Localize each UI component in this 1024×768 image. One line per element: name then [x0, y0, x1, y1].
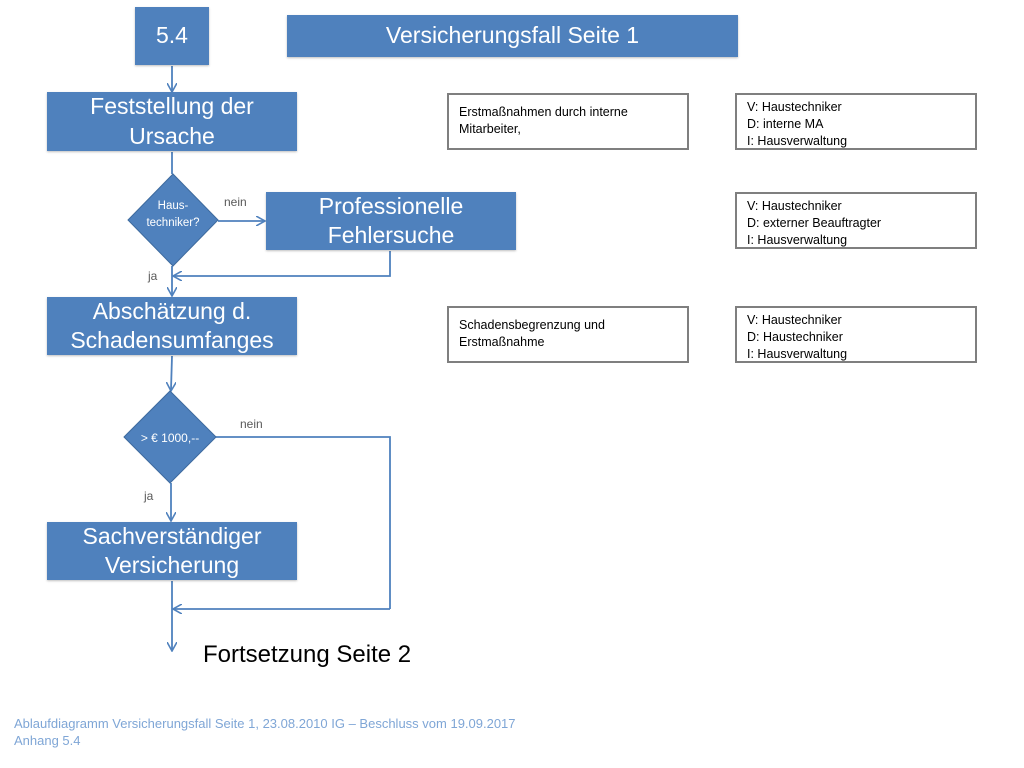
section-number-box: 5.4 [135, 7, 209, 65]
line-threshold-no [216, 436, 391, 609]
step-damage-estimate: Abschätzung d. Schadensumfanges [47, 297, 297, 355]
note-damage-limitation-line-2: Erstmaßnahme [459, 335, 545, 349]
responsibility-1-v: V: Haustechniker [747, 100, 842, 114]
responsibility-box-1: V: Haustechniker D: interne MA I: Hausve… [735, 93, 977, 150]
decision-threshold-label: > € 1000,-- [140, 431, 200, 445]
decision-technician-text: Haus- techniker? [128, 198, 218, 232]
step-insurance-expert: Sachverständiger Versicherung [47, 522, 297, 580]
step-cause-label: Feststellung der Ursache [90, 93, 254, 149]
step-cause: Feststellung der Ursache [47, 92, 297, 151]
decision-diamond-technician [127, 173, 219, 267]
decision-technician-line-2: techniker? [146, 217, 200, 229]
responsibility-3-i: I: Hausverwaltung [747, 347, 848, 361]
decision-threshold-text: > € 1000,-- [124, 430, 216, 447]
note-first-measures-line-1: Erstmaßnahmen durch interne [459, 105, 628, 119]
branch-label-yes-2: ja [144, 489, 154, 503]
responsibility-2-v: V: Haustechniker [747, 199, 842, 213]
step-damage-estimate-label: Abschätzung d. Schadensumfanges [70, 297, 274, 353]
step-troubleshooting: Professionelle Fehlersuche [266, 192, 516, 250]
footer: Ablaufdiagramm Versicherungsfall Seite 1… [14, 715, 516, 749]
responsibility-2-i: I: Hausverwaltung [747, 233, 848, 247]
continuation-label: Fortsetzung Seite 2 [203, 641, 412, 668]
responsibility-3-d: D: Haustechniker [747, 330, 843, 344]
page-title-box: Versicherungsfall Seite 1 [287, 15, 738, 57]
note-first-measures-line-2: Mitarbeiter, [459, 122, 521, 136]
arrow-troubleshooting-return [174, 251, 391, 276]
note-first-measures: Erstmaßnahmen durch interne Mitarbeiter, [447, 93, 689, 150]
section-number: 5.4 [156, 22, 188, 49]
page-title: Versicherungsfall Seite 1 [385, 22, 640, 49]
step-troubleshooting-label: Professionelle Fehlersuche [318, 192, 464, 248]
responsibility-1-i: I: Hausverwaltung [747, 134, 848, 148]
branch-label-no-2: nein [240, 417, 263, 431]
decision-diamond-threshold [123, 390, 217, 484]
note-damage-limitation: Schadensbegrenzung und Erstmaßnahme [447, 306, 689, 363]
arrow-estimate-to-threshold [171, 355, 172, 390]
note-damage-limitation-line-1: Schadensbegrenzung und [459, 318, 605, 332]
footer-line-1: Ablaufdiagramm Versicherungsfall Seite 1… [14, 716, 516, 731]
responsibility-box-3: V: Haustechniker D: Haustechniker I: Hau… [735, 306, 977, 363]
step-insurance-expert-label: Sachverständiger Versicherung [82, 522, 262, 578]
branch-label-yes-1: ja [148, 269, 158, 283]
responsibility-1-d: D: interne MA [747, 117, 824, 131]
footer-line-2: Anhang 5.4 [14, 733, 81, 748]
responsibility-3-v: V: Haustechniker [747, 313, 842, 327]
responsibility-box-2: V: Haustechniker D: externer Beauftragte… [735, 192, 977, 249]
responsibility-2-d: D: externer Beauftragter [747, 216, 882, 230]
branch-label-no-1: nein [224, 195, 247, 209]
decision-technician-line-1: Haus- [157, 200, 189, 212]
